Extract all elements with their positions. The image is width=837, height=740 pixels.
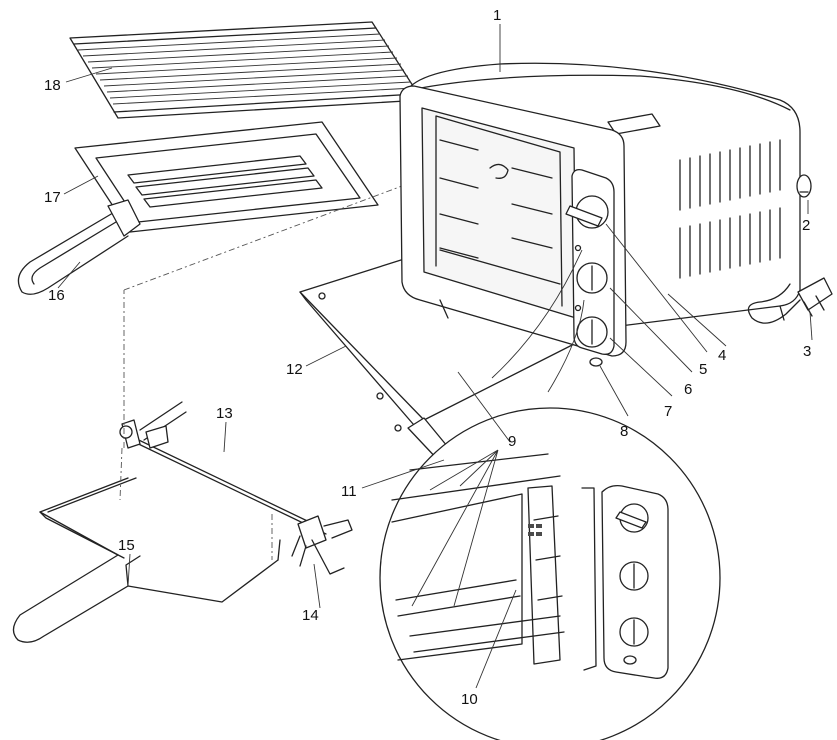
callout-13: 13 bbox=[216, 405, 233, 422]
detail-magnifier bbox=[379, 249, 721, 740]
tray-handle bbox=[17, 199, 141, 295]
callout-17: 17 bbox=[44, 189, 61, 206]
callout-4: 4 bbox=[718, 347, 726, 364]
callout-1: 1 bbox=[493, 7, 501, 24]
rotisserie-spit bbox=[119, 401, 327, 535]
rotisserie-fork bbox=[291, 515, 353, 575]
callout-12: 12 bbox=[286, 361, 303, 378]
rotisserie-frame bbox=[12, 477, 281, 643]
callout-7: 7 bbox=[664, 403, 672, 420]
callout-9: 9 bbox=[508, 433, 516, 450]
callout-14: 14 bbox=[302, 607, 319, 624]
oven-body bbox=[399, 62, 801, 367]
power-plug bbox=[747, 277, 833, 324]
callout-10: 10 bbox=[461, 691, 478, 708]
callout-3: 3 bbox=[803, 343, 811, 360]
callout-5: 5 bbox=[699, 361, 707, 378]
callout-18: 18 bbox=[44, 77, 61, 94]
callout-16: 16 bbox=[48, 287, 65, 304]
callout-6: 6 bbox=[684, 381, 692, 398]
wire-rack bbox=[69, 21, 423, 119]
callouts: 1 2 3 4 5 6 7 8 9 10 11 12 13 14 15 16 1… bbox=[44, 7, 811, 708]
callout-8: 8 bbox=[620, 423, 628, 440]
side-button bbox=[796, 174, 812, 198]
callout-15: 15 bbox=[118, 537, 135, 554]
callout-2: 2 bbox=[802, 217, 810, 234]
callout-11: 11 bbox=[341, 483, 357, 500]
leader-lines bbox=[57, 24, 813, 689]
